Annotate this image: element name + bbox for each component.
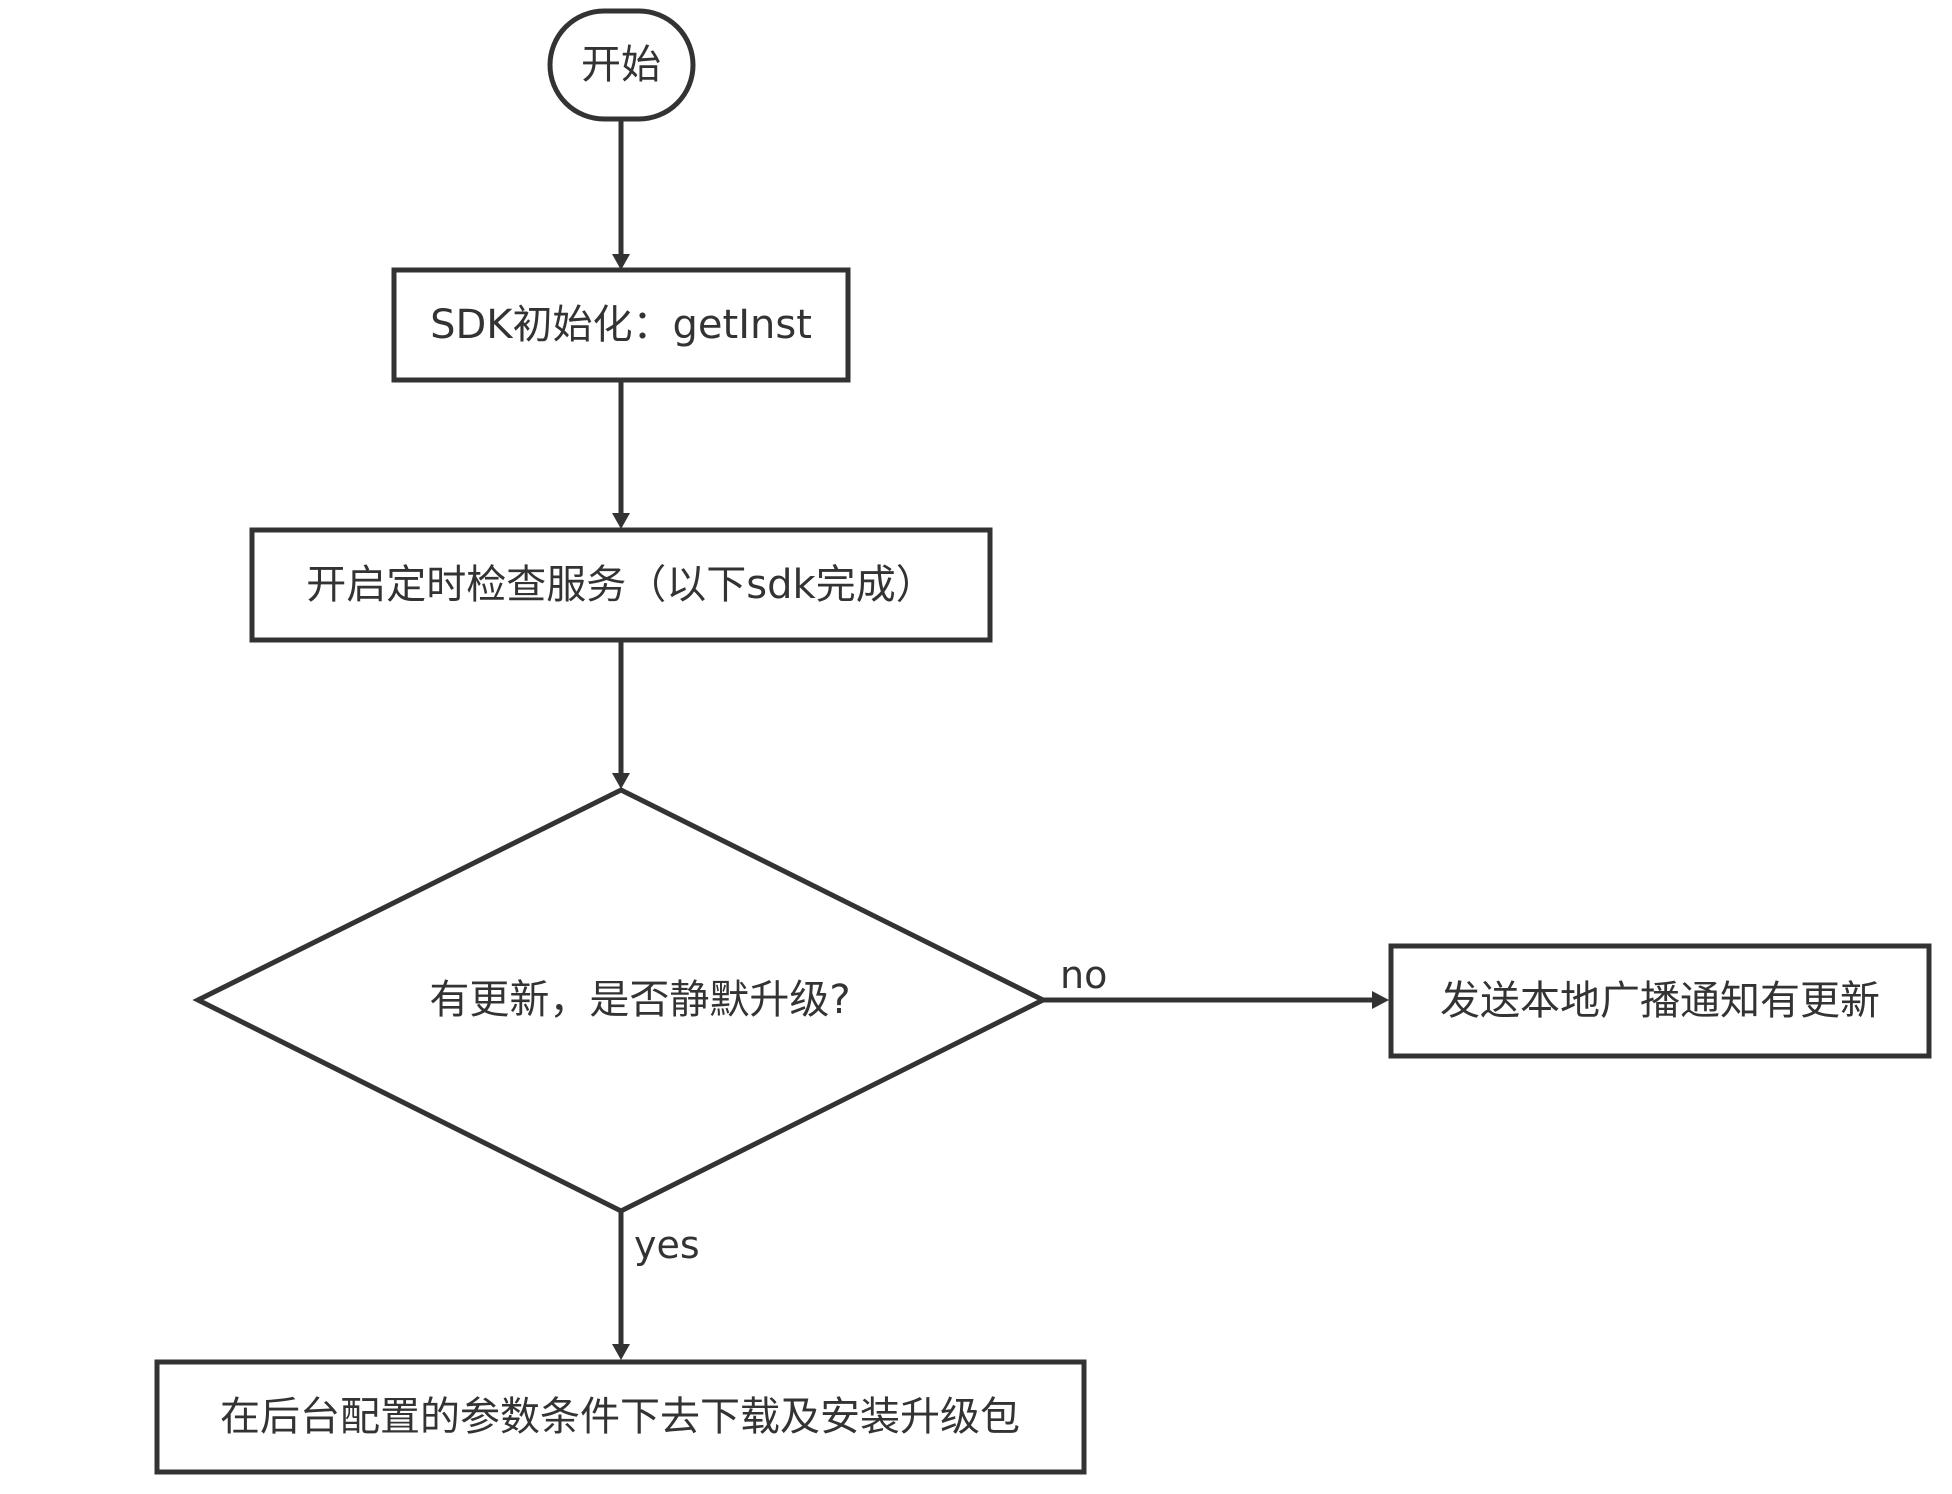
edges [612, 120, 1389, 1360]
broadcast-node: 发送本地广播通知有更新 [1388, 943, 1932, 1059]
download-install-node: 在后台配置的参数条件下去下载及安装升级包 [154, 1359, 1087, 1475]
arrowhead-decision [612, 773, 630, 789]
download-install-node-shape [154, 1359, 1087, 1475]
check-service-node-label: 开启定时检查服务（以下sdk完成） [306, 562, 935, 608]
sdk-init-node-shape [391, 267, 851, 383]
arrowhead-check-service [612, 513, 630, 529]
broadcast-node-label: 发送本地广播通知有更新 [1440, 978, 1880, 1024]
arrowhead-broadcast [1372, 991, 1389, 1009]
sdk-init-node-label: SDK初始化：getInst [430, 302, 812, 348]
edge-label-no: no [1060, 953, 1107, 997]
decision-node-label: 有更新，是否静默升级? [429, 977, 850, 1023]
check-service-node: 开启定时检查服务（以下sdk完成） [249, 527, 993, 643]
decision-node: 有更新，是否静默升级? [192, 787, 1049, 1214]
start-node-label: 开始 [581, 42, 661, 88]
arrowhead-download-install [612, 1344, 630, 1360]
edge-label-yes: yes [634, 1223, 700, 1267]
check-service-node-shape [249, 527, 993, 643]
decision-node-shape [192, 787, 1049, 1214]
start-node-shape [547, 8, 696, 122]
arrowhead-sdk-init [612, 254, 630, 270]
broadcast-node-shape [1388, 943, 1932, 1059]
start-node: 开始 [547, 8, 696, 122]
sdk-init-node: SDK初始化：getInst [391, 267, 851, 383]
download-install-node-label: 在后台配置的参数条件下去下载及安装升级包 [220, 1394, 1020, 1440]
